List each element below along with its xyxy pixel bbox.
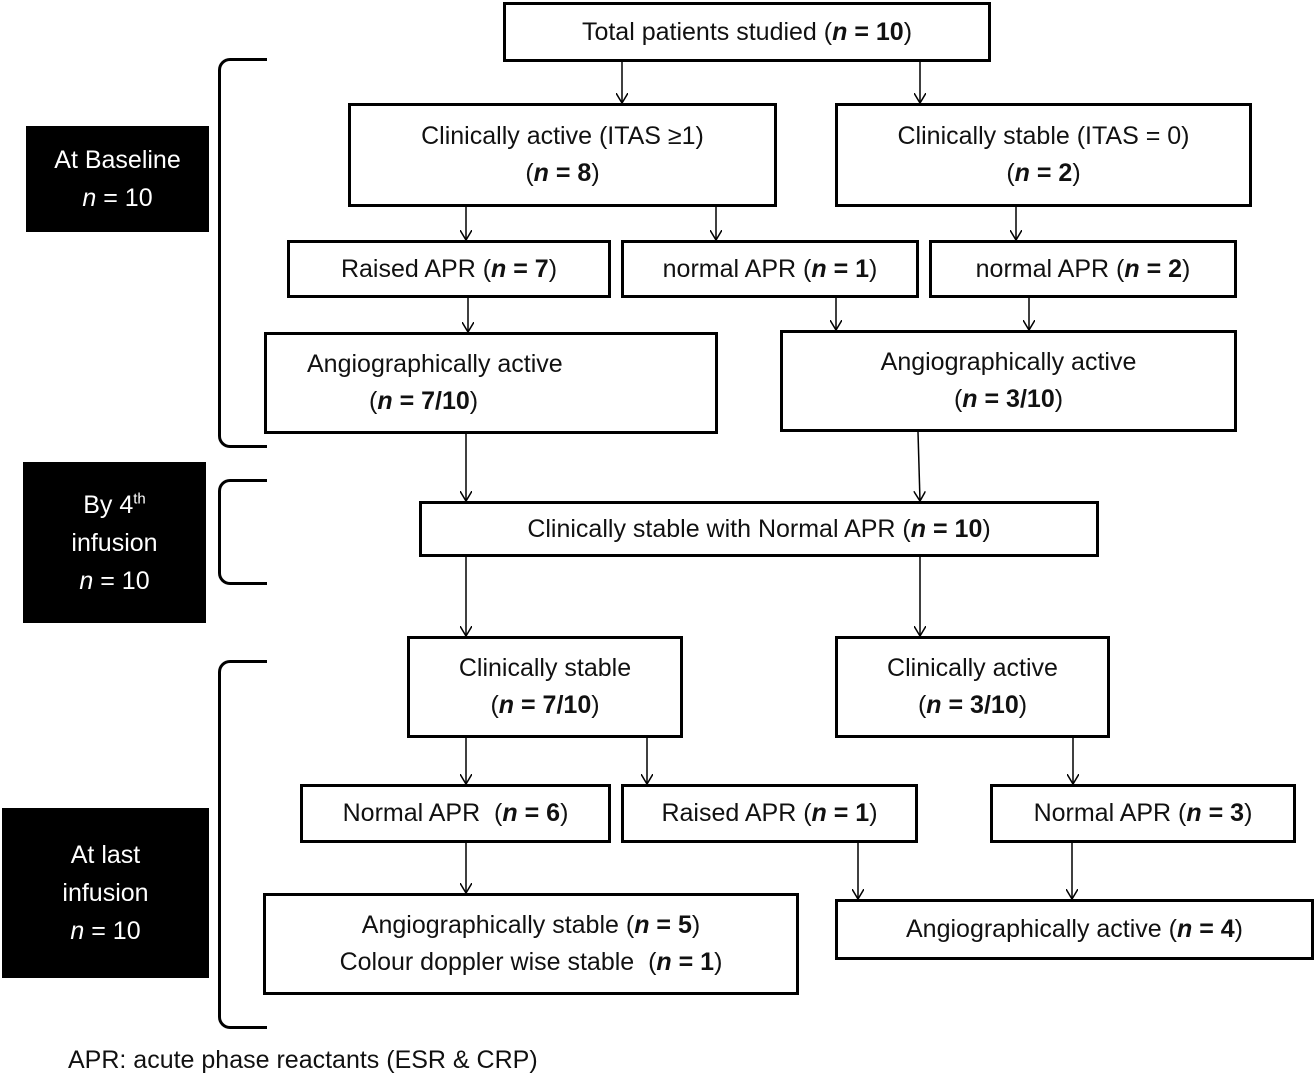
node-clinically-stable-baseline: Clinically stable (ITAS = 0) (n = 2) [835, 103, 1252, 207]
footnote: APR: acute phase reactants (ESR & CRP) [68, 1046, 538, 1074]
node-clinically-active-last: Clinically active (n = 3/10) [835, 636, 1110, 738]
node-normal-apr-last-2: Normal APR (n = 3) [990, 784, 1296, 843]
n-symbol: n [832, 17, 848, 46]
node-angio-active-baseline-left: Angiographically active (n = 7/10) [264, 332, 718, 434]
stage-at-last-line1: At last [70, 841, 141, 869]
node-line1: Clinically active [887, 654, 1058, 682]
node-line1: Clinically active (ITAS ≥1) [421, 122, 704, 150]
node-line1: Angiographically active [880, 348, 1137, 376]
stage-n-label: n [82, 184, 97, 212]
stage-n-label: n [79, 566, 94, 595]
node-line1: Clinically stable (ITAS = 0) [897, 122, 1190, 150]
node-raised-apr-baseline: Raised APR (n = 7) [287, 240, 611, 298]
node-raised-apr-last: Raised APR (n = 1) [621, 784, 918, 843]
node-angio-stable-last: Angiographically stable (n = 5) Colour d… [263, 893, 799, 995]
node-total-patients: Total patients studied (n = 10) [503, 2, 991, 62]
node-angio-active-last: Angiographically active (n = 4) [835, 899, 1314, 960]
bracket-last-infusion [218, 660, 267, 1029]
node-line1: Angiographically active [307, 350, 563, 378]
stage-by-4th-line2: infusion [71, 528, 158, 557]
node-clinically-active-baseline: Clinically active (ITAS ≥1) (n = 8) [348, 103, 777, 207]
stage-at-last-infusion: At last infusion n = 10 [2, 808, 209, 978]
stage-at-last-line2: infusion [62, 879, 149, 907]
node-clinically-stable-last: Clinically stable (n = 7/10) [407, 636, 683, 738]
stage-at-baseline: At Baseline n = 10 [26, 126, 209, 232]
stage-by-4th-infusion: By 4th infusion n = 10 [23, 462, 206, 623]
node-normal-apr-baseline-1: normal APR (n = 1) [621, 240, 919, 298]
node-normal-apr-baseline-2: normal APR (n = 2) [929, 240, 1237, 298]
stage-n-value: = 10 [103, 184, 153, 212]
node-clinically-stable-normal-apr: Clinically stable with Normal APR (n = 1… [419, 501, 1099, 557]
bracket-baseline [218, 58, 267, 448]
stage-by-4th-sup: th [133, 490, 146, 508]
stage-at-baseline-line1: At Baseline [54, 146, 181, 174]
node-line1: Clinically stable [458, 654, 632, 682]
node-normal-apr-last-1: Normal APR (n = 6) [300, 784, 611, 843]
bracket-4th-infusion [218, 479, 267, 585]
node-angio-active-baseline-right: Angiographically active (n = 3/10) [780, 330, 1237, 432]
stage-by-4th-line1: By 4 [83, 490, 134, 519]
n-value: = 10 [854, 17, 904, 46]
stage-n-value: = 10 [100, 566, 150, 595]
edge-angio-right-to-stable-normal [918, 431, 920, 501]
stage-n-label: n [70, 917, 85, 945]
stage-n-value: = 10 [91, 917, 141, 945]
